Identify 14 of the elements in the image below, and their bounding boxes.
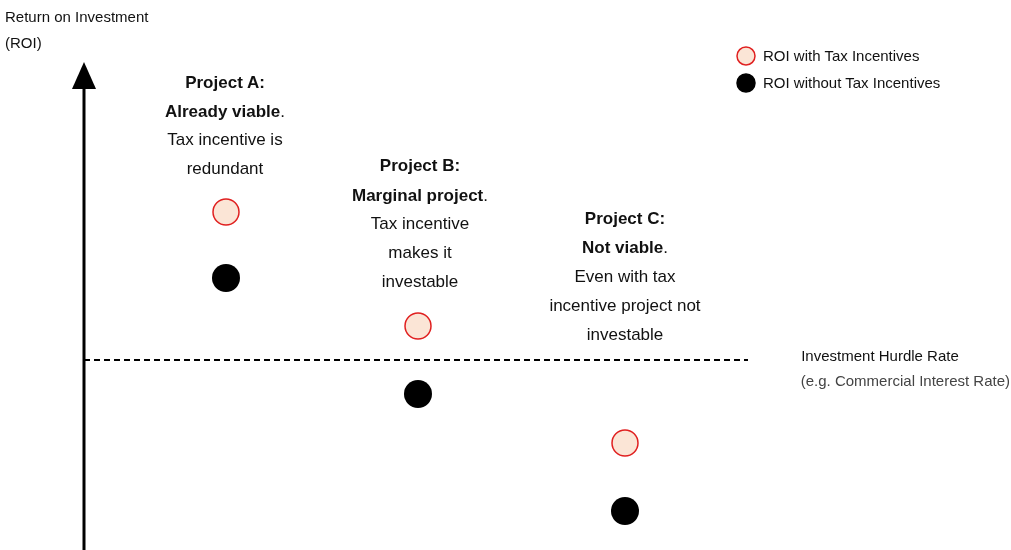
hurdle-rate-note: (e.g. Commercial Interest Rate) [799, 371, 1010, 391]
project-verdict: Not viable. [581, 237, 669, 259]
legend-label: ROI with Tax Incentives [763, 46, 920, 66]
project-verdict: Marginal project. [350, 185, 489, 207]
project-description: Tax incentive is redundant [166, 129, 284, 180]
axis-title: Return on Investment (ROI) [5, 7, 150, 53]
project-verdict: Already viable. [164, 101, 286, 123]
project-heading: Project A: [184, 72, 266, 94]
project-heading: Project C: [583, 208, 667, 230]
project-description: Tax incentive makes it investable [369, 213, 471, 293]
project-heading: Project B: [378, 155, 462, 177]
project-description: Even with tax incentive project not investable [548, 266, 702, 346]
hurdle-rate-label: Investment Hurdle Rate [800, 346, 960, 366]
legend-label: ROI without Tax Incentives [763, 73, 941, 93]
